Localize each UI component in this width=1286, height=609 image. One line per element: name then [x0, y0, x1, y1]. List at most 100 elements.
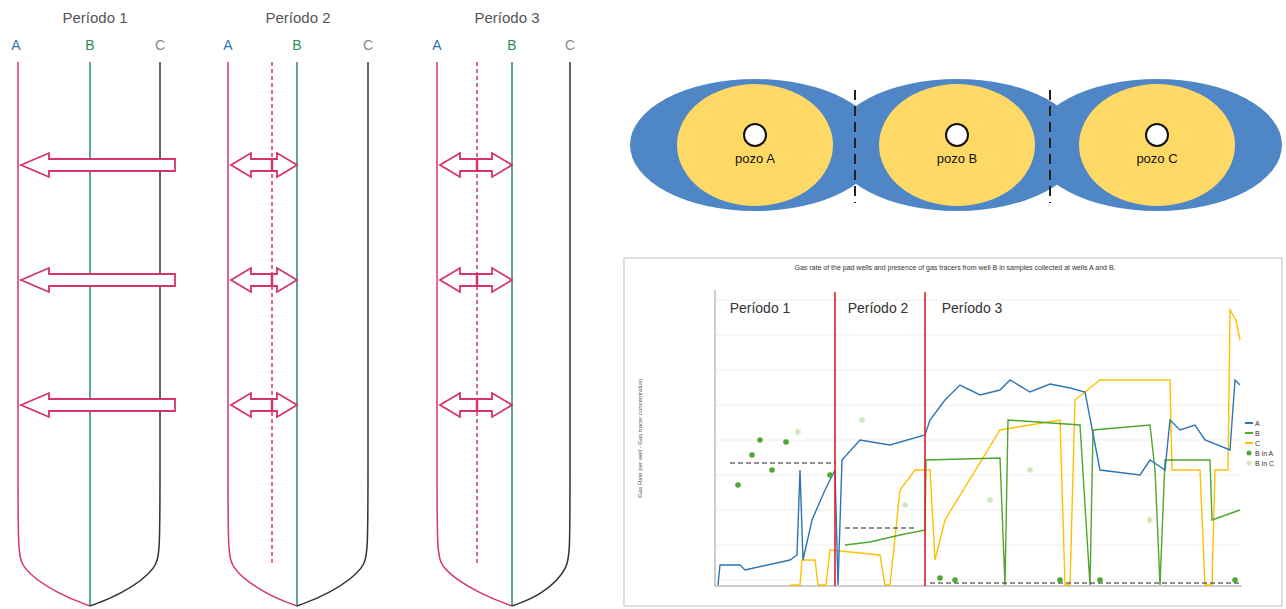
legend-entry: A [1245, 418, 1274, 428]
chart-plot [715, 290, 1242, 586]
well-area-shape [878, 83, 1036, 207]
period-heading: Período 1 [730, 301, 791, 316]
data-series [718, 380, 1240, 585]
well-name: C [565, 38, 575, 53]
chart-frame [624, 258, 1282, 606]
well-name: B [292, 38, 301, 53]
tracer-sample [1232, 577, 1238, 583]
legend-text: C [1255, 440, 1260, 447]
grid-line [715, 440, 1242, 441]
well-panel [228, 62, 368, 606]
grid-line [715, 475, 1242, 476]
legend-entry: B in A [1245, 448, 1274, 458]
fracture-arrow [231, 268, 297, 292]
well-name: A [11, 38, 20, 53]
well-c-line [512, 62, 570, 606]
chart-title: Gas rate of the pad wells and presence o… [795, 264, 1116, 272]
fracture-tip [271, 159, 274, 171]
legend-text: B [1255, 430, 1260, 437]
well-name: pozo B [937, 151, 977, 166]
fracture-arrow [440, 268, 512, 292]
tracer-sample [859, 417, 865, 423]
legend-text: A [1255, 420, 1260, 427]
fracture-arrow [21, 268, 175, 292]
well-name: C [363, 38, 373, 53]
fracture-arrow [21, 393, 175, 417]
legend-entry: B [1245, 428, 1274, 438]
tracer-sample [1057, 577, 1063, 583]
well-b-line [511, 62, 513, 606]
tracer-average [930, 582, 1240, 583]
well-c-line [297, 62, 368, 606]
tracer-sample [937, 575, 943, 581]
wellbore [946, 124, 968, 146]
well-a-line [228, 62, 297, 606]
stimulated-area [1079, 84, 1235, 206]
period-heading: Período 2 [848, 301, 909, 316]
well-name: A [432, 38, 441, 53]
well-name: B [507, 38, 516, 53]
fracture-tip [271, 399, 274, 411]
well-b-line [89, 62, 91, 606]
legend-marker [1245, 450, 1253, 456]
tracer-sample [769, 467, 775, 473]
period-heading: Período 3 [942, 301, 1003, 316]
wellbore [1146, 124, 1168, 146]
period-heading: Período 1 [62, 10, 127, 27]
tracer-average [730, 462, 836, 463]
tracer-sample [795, 429, 801, 435]
fracture-tip [476, 399, 479, 411]
well-area-shape [1078, 83, 1236, 207]
tracer-sample [1097, 577, 1103, 583]
well-name: C [155, 38, 165, 53]
fracture-tip [271, 274, 274, 286]
well-name: A [223, 38, 232, 53]
fracture-limit [271, 62, 273, 565]
well-area: pozo B [878, 83, 1036, 207]
tracer-average [845, 527, 916, 528]
legend-swatch [1245, 442, 1253, 444]
tracer-sample [902, 502, 908, 508]
period-heading: Período 2 [265, 10, 330, 27]
y-axis [715, 290, 716, 586]
legend-text: B in C [1255, 460, 1274, 467]
data-series [845, 420, 1240, 585]
fracture-arrow [440, 153, 512, 177]
tracer-sample [987, 497, 993, 503]
fracture-arrow [440, 393, 512, 417]
well-drainage-areas [630, 79, 1282, 211]
well-c-line [90, 62, 160, 606]
tracer-sample [1027, 467, 1033, 473]
legend-swatch [1245, 432, 1253, 434]
well-panel [18, 62, 175, 606]
legend-entry: B in C [1245, 458, 1274, 468]
tracer-sample [735, 482, 741, 488]
well-name: pozo A [735, 151, 775, 166]
axis-title: Gas Rate per well - Gas tracer concentra… [637, 379, 644, 498]
well-area-shape [676, 83, 834, 207]
legend-text: B in A [1255, 450, 1273, 457]
period-divider [834, 292, 836, 586]
fracture-arrow [21, 153, 175, 177]
grid-line [715, 370, 1242, 371]
well-b-line [296, 62, 298, 606]
legend-entry: C [1245, 438, 1274, 448]
grid-line [715, 335, 1242, 336]
data-series [790, 310, 1240, 585]
tracer-sample [783, 439, 789, 445]
tracer-sample [757, 437, 763, 443]
fracture-limit [476, 62, 478, 565]
tracer-sample [827, 472, 833, 478]
grid-line [715, 580, 1242, 581]
stimulated-area [677, 84, 833, 206]
legend-marker [1245, 460, 1253, 466]
well-area: pozo C [1078, 83, 1236, 207]
period-heading: Período 3 [474, 10, 539, 27]
well-name: B [85, 38, 94, 53]
fracture-tip [476, 159, 479, 171]
well-panel [437, 62, 570, 606]
well-schematics [18, 62, 570, 606]
chart-legend: ABC B in A B in C [1245, 418, 1274, 468]
fracture-tip [476, 274, 479, 286]
